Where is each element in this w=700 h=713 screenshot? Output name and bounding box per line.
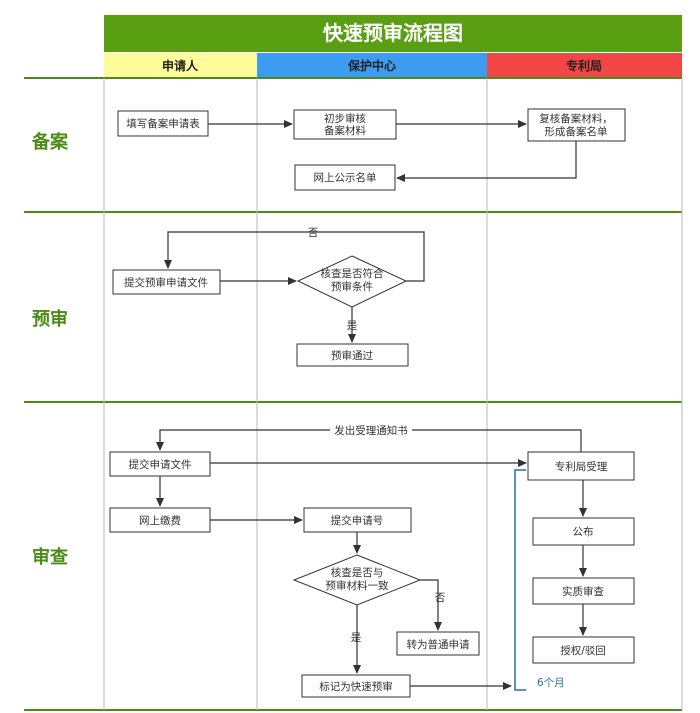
- column-header-office: 专利局: [566, 58, 602, 73]
- online-fee-box: [109, 507, 211, 533]
- publish-label: 公布: [573, 526, 594, 538]
- notice-label: 发出受理通知书: [334, 424, 408, 437]
- office-accept-box: [527, 451, 635, 481]
- prereview-passed-box: [296, 343, 409, 367]
- consistency-check-label-2: 预审材料一致: [326, 579, 389, 592]
- stage-label-filing: 备案: [31, 131, 69, 153]
- grant-box: [532, 636, 635, 664]
- consistency-check-label-1: 核查是否与: [331, 566, 384, 579]
- prereview-passed-label: 预审通过: [331, 349, 373, 362]
- chart-title: 快速预审流程图: [323, 21, 463, 45]
- publish-list-box: [294, 164, 396, 191]
- arrow-recheck-to-publish: [396, 141, 577, 182]
- title-bar: [104, 15, 682, 52]
- prereview-no-label: 否: [308, 227, 319, 239]
- recheck-label-1: 复核备案材料，: [539, 112, 613, 125]
- lane-grid: [24, 77, 683, 711]
- column-header-center-bg: [257, 53, 487, 78]
- fill-form-label: 填写备案申请表: [126, 117, 200, 130]
- initial-review-box: [293, 109, 397, 140]
- grant-label: 授权/驳回: [560, 644, 606, 657]
- mark-fast-label: 标记为快速预审: [319, 680, 393, 693]
- duration-label: 6个月: [537, 677, 565, 689]
- prereview-check-label-2: 预审条件: [331, 280, 373, 293]
- publish-box: [532, 517, 635, 546]
- prereview-yes-label: 是: [347, 320, 358, 332]
- column-header-applicant: 申请人: [162, 58, 199, 73]
- arrow-check-no: [420, 579, 442, 631]
- publish-list-label: 网上公示名单: [314, 171, 377, 184]
- initial-review-label-1: 初步审核: [324, 112, 366, 125]
- substantive-box: [532, 577, 635, 605]
- stage-label-prereview: 预审: [32, 308, 68, 330]
- examination-yes-label: 是: [351, 632, 362, 644]
- fill-form-box: [117, 110, 209, 137]
- column-header-center: 保护中心: [347, 58, 396, 73]
- to-normal-box: [396, 631, 480, 656]
- office-accept-label: 专利局受理: [555, 460, 608, 473]
- submit-application-label: 提交申请文件: [129, 458, 192, 471]
- column-header-applicant-bg: [104, 53, 257, 78]
- recheck-box: [527, 108, 626, 142]
- online-fee-label: 网上缴费: [139, 514, 181, 527]
- submit-prereview-label: 提交预审申请文件: [124, 276, 208, 289]
- initial-review-label-2: 备案材料: [324, 124, 366, 137]
- arrow-check-no-loop: [164, 231, 425, 282]
- column-header-office-bg: [487, 53, 682, 78]
- stage-label-examination: 审查: [32, 546, 68, 568]
- prereview-check-label-1: 核查是否符合: [321, 267, 384, 280]
- to-normal-label: 转为普通申请: [407, 638, 470, 651]
- submit-prereview-box: [112, 269, 221, 295]
- substantive-label: 实质审查: [562, 585, 604, 598]
- recheck-label-2: 形成备案名单: [545, 125, 608, 138]
- submit-number-box: [303, 507, 412, 533]
- submit-application-box: [109, 451, 211, 477]
- notice-label-bg: [330, 423, 412, 437]
- submit-number-label: 提交申请号: [331, 514, 384, 527]
- duration-bracket: [514, 469, 526, 691]
- examination-no-label: 否: [435, 592, 446, 604]
